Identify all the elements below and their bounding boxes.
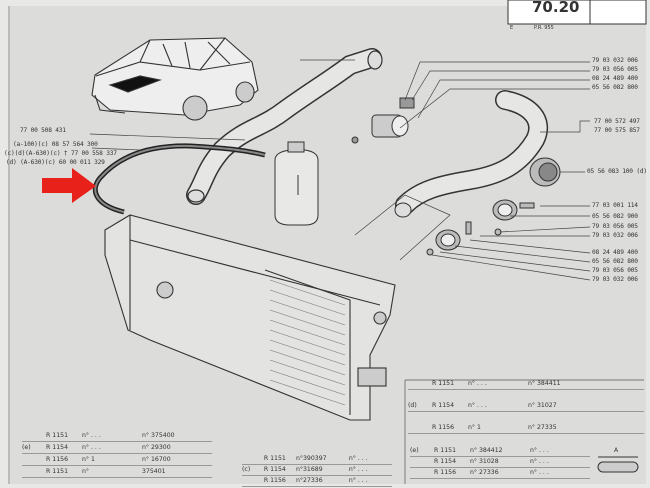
hose-clamps [426,199,535,256]
radiator-cap [529,157,561,187]
detail-marker: A [614,447,619,454]
header-e: E [510,25,514,31]
detail-hose [597,456,639,473]
overflow-pipe [92,143,266,215]
thermostat-housing [351,97,415,144]
part-number: 77 00 572 497 [594,118,640,125]
car-illustration [91,37,259,121]
part-number: 05 56 083 100 (d) [587,168,647,175]
part-number: 05 56 082 800 [592,84,638,91]
part-number: 79 03 032 006 [592,57,638,64]
part-number: 05 56 082 900 [592,213,638,220]
header-box [507,0,647,25]
part-number: 79 03 032 006 [592,232,638,239]
part-number: 79 03 056 005 [592,223,638,230]
part-number: 05 56 082 800 [592,258,638,265]
leader-lines [89,59,591,281]
part-number: 77 03 001 114 [592,202,638,209]
part-number: (d) (A-630)(c) 60 00 011 329 [6,159,105,166]
part-number: 79 03 056 005 [592,267,638,274]
part-number: 08 24 489 400 [592,249,638,256]
part-number: 79 03 056 005 [592,66,638,73]
part-number: 79 03 032 006 [592,276,638,283]
part-number: 77 00 508 431 [20,127,66,134]
lower-hose [394,90,549,218]
part-number: 08 24 489 400 [592,75,638,82]
part-number: (a-100)(c) 08 57 564 300 [13,141,98,148]
catalog-code: 70.20 [532,0,580,16]
expansion-bottle [274,141,319,226]
part-number: (c)(d)(A-630)(c) † 77 00 558 337 [4,150,117,157]
upper-hose [186,48,383,205]
part-number: 77 00 575 857 [594,127,640,134]
radiator [104,214,396,421]
header-pr: P.R. 955 [534,25,554,31]
red-arrow [42,168,96,203]
